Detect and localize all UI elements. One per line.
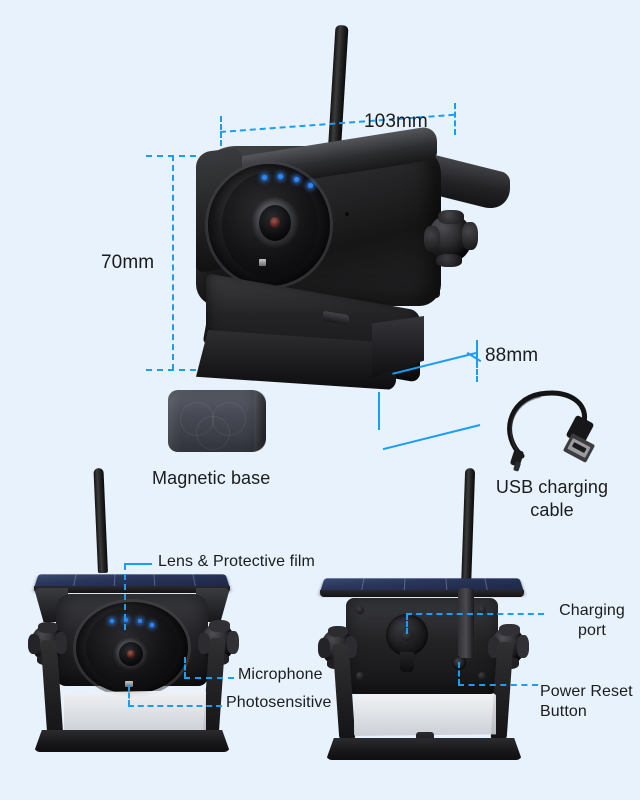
- adjustment-knob-icon: [198, 620, 239, 665]
- callout-photosensitive-leader-horizontal: [128, 705, 222, 707]
- usb-cable-label-line1: USB charging: [495, 477, 609, 497]
- mount-base: [326, 738, 522, 760]
- dimension-width-label: 103mm: [364, 111, 428, 132]
- callout-charging-port-leader-vertical: [406, 614, 408, 634]
- callout-lens-leader-horizontal: [124, 563, 152, 565]
- callout-charging-port-label-line2: port: [578, 622, 606, 639]
- led-indicator-icon: [110, 619, 114, 623]
- callout-microphone-leader-horizontal: [184, 677, 234, 679]
- dim-height-tick-bottom: [146, 369, 196, 371]
- led-indicator-icon: [150, 623, 154, 627]
- led-indicator-icon: [308, 183, 313, 188]
- callout-reset-label-line1: Power Reset: [540, 683, 633, 700]
- camera-lens-aperture: [270, 217, 280, 228]
- rear-panel-screw: [356, 606, 364, 614]
- main-camera-illustration: 103mm 70mm 88mm: [101, 24, 539, 451]
- led-indicator-icon: [294, 177, 299, 182]
- dimension-depth-label: 88mm: [485, 345, 539, 366]
- usb-connector-icon: [507, 390, 595, 472]
- dim-depth-guide-edge: [378, 392, 380, 430]
- dim-height-tick-top: [146, 155, 196, 157]
- antenna-mount-column: [458, 588, 474, 658]
- photosensitive-sensor: [259, 259, 266, 266]
- led-indicator-icon: [138, 619, 142, 623]
- callout-photosensitive-leader-vertical: [128, 685, 130, 706]
- usb-cable-label-line2: cable: [530, 500, 574, 520]
- callout-lens-label: Lens & Protective film: [158, 553, 315, 570]
- dim-depth-tick-lower: [476, 362, 478, 382]
- charging-port-tab: [400, 652, 414, 672]
- callout-lens-leader-vertical: [124, 564, 126, 630]
- dim-width-tick-left: [220, 116, 222, 146]
- photosensitive-sensor: [125, 681, 133, 687]
- antenna-icon: [461, 467, 476, 589]
- rear-panel-screw: [478, 606, 486, 614]
- callout-reset-leader-vertical: [458, 662, 460, 685]
- front-view-illustration: Lens & Protective film Microphone Photos…: [28, 467, 332, 752]
- dimension-height-label: 70mm: [101, 252, 155, 273]
- magnetic-base-icon: [168, 390, 266, 452]
- charging-port-hole: [401, 629, 413, 641]
- led-indicator-icon: [262, 175, 267, 180]
- base-label-sticker: [64, 690, 206, 734]
- mount-base: [34, 730, 230, 752]
- rear-panel-screw: [478, 672, 486, 680]
- magnetic-base-label: Magnetic base: [152, 468, 271, 488]
- dim-depth-tick-upper: [476, 340, 478, 362]
- callout-reset-leader-horizontal: [458, 684, 538, 686]
- dim-height-line: [172, 155, 174, 370]
- callout-charging-port-leader-horizontal: [406, 613, 544, 615]
- callout-microphone-leader-vertical: [184, 657, 186, 678]
- solar-panel-edge: [34, 586, 230, 593]
- callout-microphone-label: Microphone: [238, 666, 323, 683]
- adjustment-knob-icon: [424, 210, 478, 267]
- microphone-hole: [345, 212, 349, 216]
- led-indicator-icon: [278, 174, 283, 179]
- camera-lens-aperture: [127, 650, 135, 658]
- base-label-sticker: [354, 694, 496, 736]
- callout-photosensitive-label: Photosensitive: [226, 694, 332, 711]
- callout-charging-port-label-line1: Charging: [559, 602, 625, 619]
- callout-reset-label-line2: Button: [540, 703, 587, 720]
- led-indicator-icon: [124, 618, 128, 622]
- dim-width-tick-right: [454, 103, 456, 135]
- rear-panel-screw: [356, 672, 364, 680]
- solar-panel-edge: [320, 590, 524, 597]
